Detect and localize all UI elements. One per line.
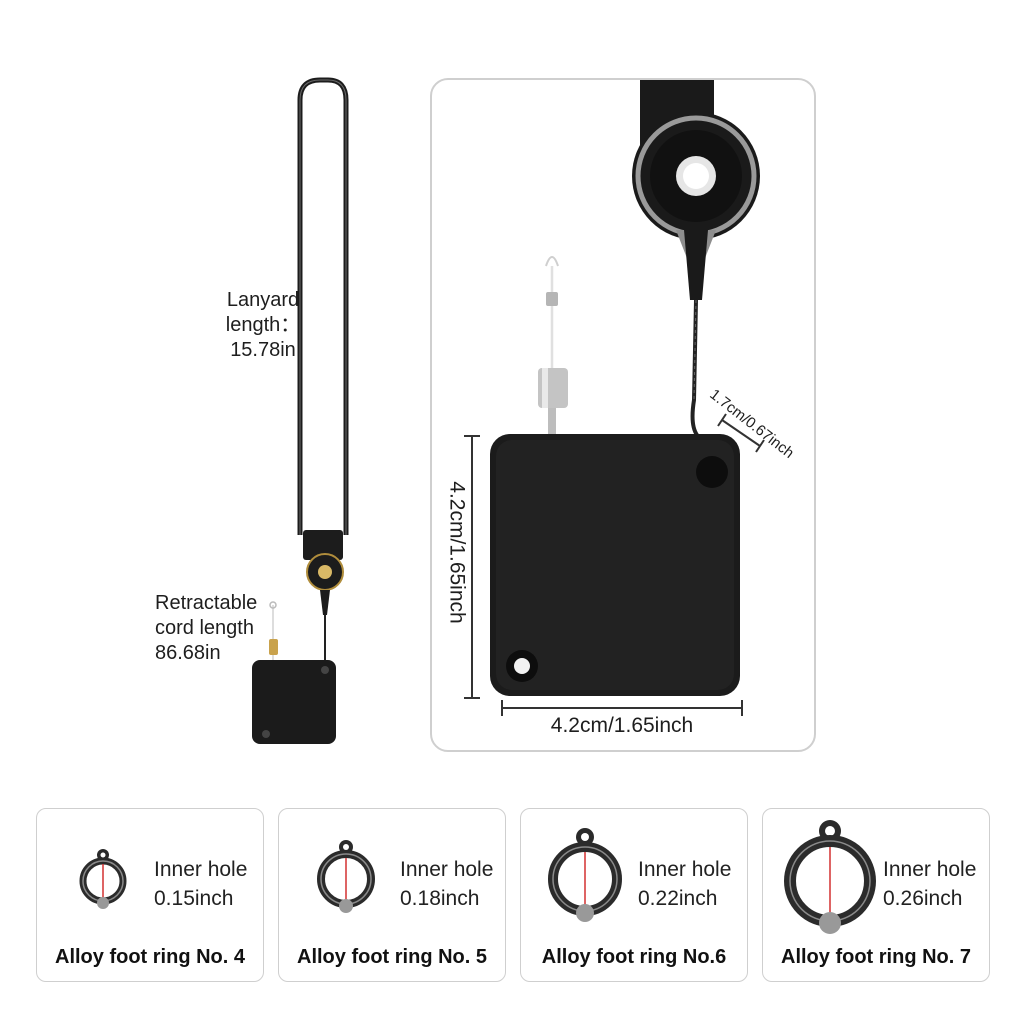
lanyard-label-line3: 15.78in [230, 339, 296, 361]
metal-ring-icon [784, 820, 876, 934]
lanyard-length-label: Lanyard length： 15.78in [208, 288, 318, 363]
ring-name: Alloy foot ring No. 4 [55, 946, 245, 968]
metal-ring-icon [79, 849, 127, 909]
metal-ring-icon [317, 840, 375, 913]
ring-name: Alloy foot ring No. 7 [781, 946, 971, 968]
cord-label-line2: cord length [155, 617, 254, 639]
ring-name: Alloy foot ring No. 5 [297, 946, 487, 968]
ring-card-no6: Inner hole 0.22inch Alloy foot ring No.6 [520, 808, 748, 982]
ring-name: Alloy foot ring No.6 [541, 946, 727, 968]
width-dimension-label: 4.2cm/1.65inch [550, 714, 694, 737]
ring-inner-label: Inner hole [400, 858, 494, 881]
ring-inner-label: Inner hole [154, 858, 248, 881]
metal-ring-icon [548, 828, 622, 922]
retractable-reel-icon [464, 80, 765, 716]
ring-inner-hole: Inner hole 0.26inch [883, 855, 976, 913]
height-dimension-label: 4.2cm/1.65inch [445, 481, 469, 624]
dimension-detail-panel: 4.2cm/1.65inch 4.2cm/1.65inch 1.7cm/0.67… [430, 78, 816, 752]
ring-card-no5: Inner hole 0.18inch Alloy foot ring No. … [278, 808, 506, 982]
ring-inner-hole: Inner hole 0.22inch [638, 855, 731, 913]
cord-label-line1: Retractable [155, 592, 258, 614]
ring-inner-value: 0.18inch [400, 887, 480, 910]
ring-inner-value: 0.22inch [638, 887, 718, 910]
cord-label-line3: 86.68in [155, 642, 221, 664]
ring-inner-hole: Inner hole 0.15inch [154, 855, 247, 913]
ring-inner-value: 0.26inch [883, 887, 963, 910]
ring-card-no4: Inner hole 0.15inch Alloy foot ring No. … [36, 808, 264, 982]
ring-inner-hole: Inner hole 0.18inch [400, 855, 493, 913]
cord-length-label: Retractable cord length 86.68in [155, 591, 275, 666]
ring-inner-value: 0.15inch [154, 887, 234, 910]
ring-inner-label: Inner hole [638, 858, 732, 881]
ring-inner-label: Inner hole [883, 858, 977, 881]
lanyard-product-illustration [252, 77, 349, 744]
lanyard-label-line1: Lanyard [226, 289, 300, 311]
ring-card-no7: Inner hole 0.26inch Alloy foot ring No. … [762, 808, 990, 982]
lanyard-label-line2: length： [225, 314, 301, 336]
